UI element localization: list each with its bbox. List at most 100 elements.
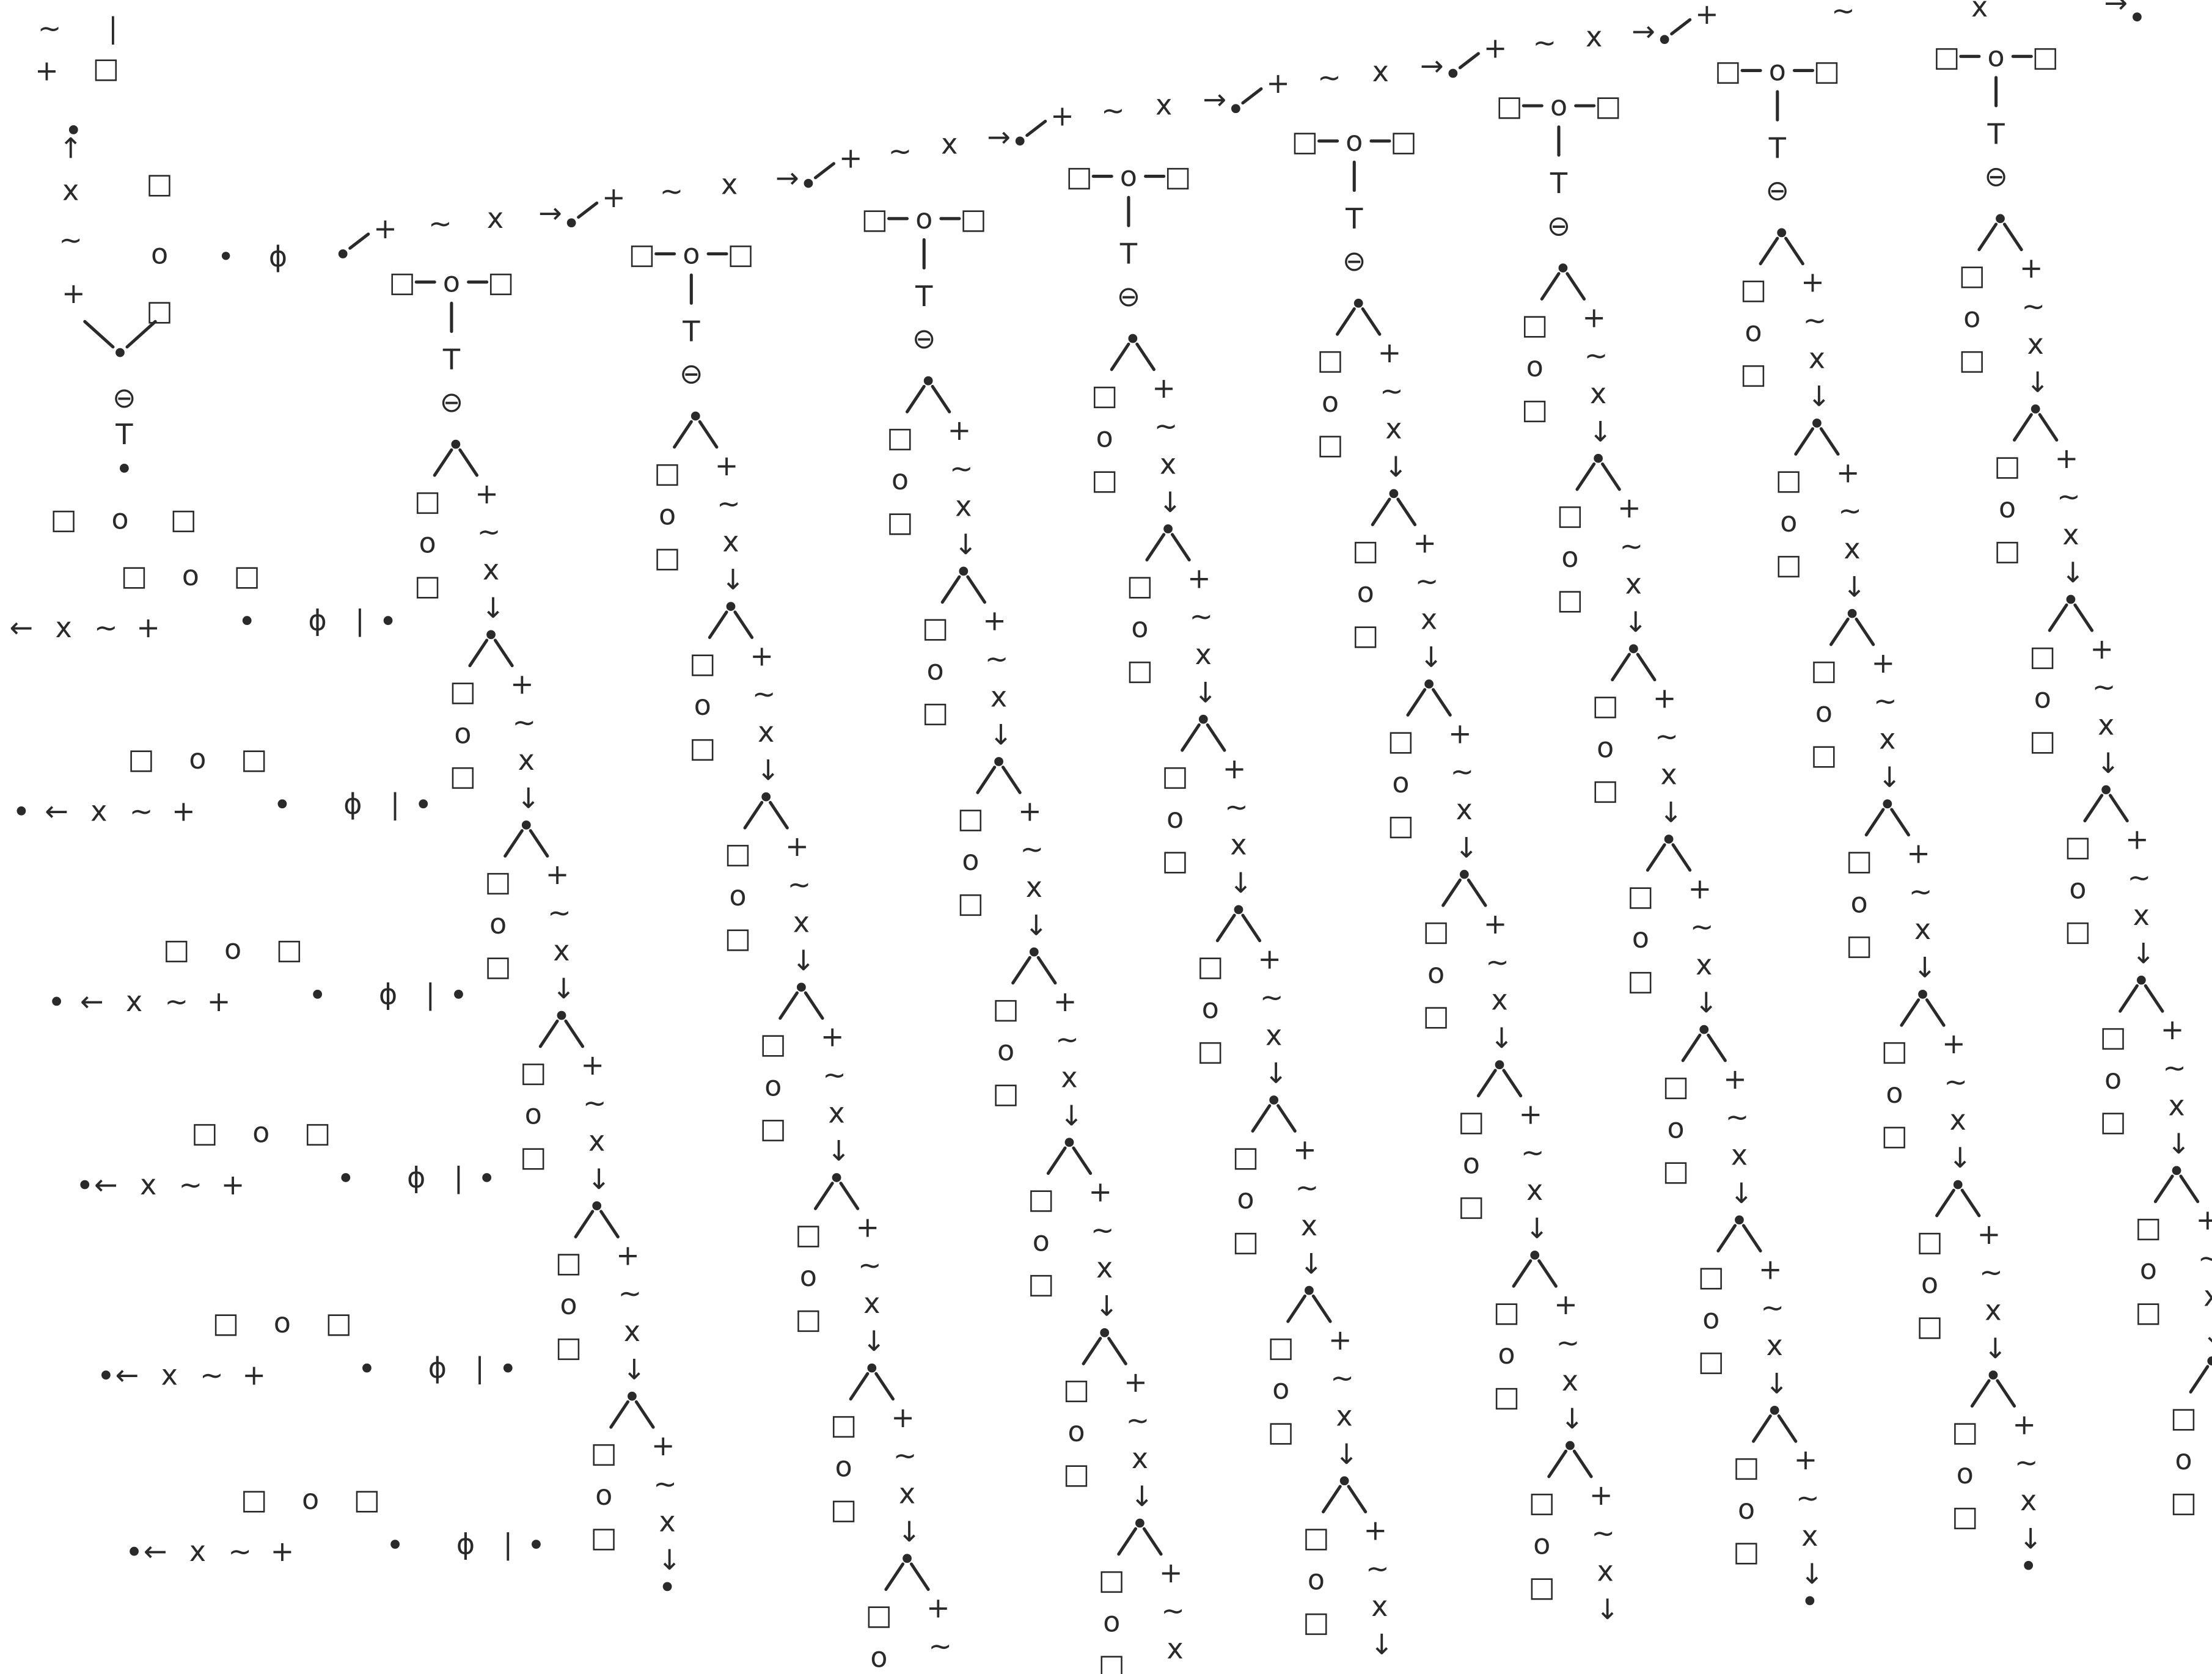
chain-symbol-1: ~: [1317, 61, 1341, 94]
connector-dash: [1467, 878, 1487, 907]
chain-symbol-0: +: [839, 142, 863, 175]
branch-chain-symbol: x: [1061, 1061, 1077, 1094]
chain-symbol-2: x: [941, 127, 958, 160]
connector-dash: [1181, 723, 1201, 752]
branch-triad-symbol: □: [866, 1598, 893, 1631]
branch-triad-symbol: □: [1458, 1190, 1485, 1223]
branch-triad-symbol: o: [870, 1640, 887, 1673]
branch-chain-symbol: ~: [1690, 910, 1714, 943]
branch-triad-symbol: □: [1959, 343, 1986, 376]
branch-chain-symbol: ↓: [1983, 1332, 2007, 1365]
branch-chain-symbol: +: [1617, 491, 1641, 524]
connector-dash: [931, 384, 951, 414]
chain-symbol-2: x: [1971, 0, 1988, 23]
branch-chain-symbol: x: [1265, 1018, 1282, 1051]
branch-chain-symbol: +: [1484, 907, 1507, 940]
branch-chain-symbol: x: [2020, 1484, 2037, 1517]
stem-tee: T: [682, 315, 700, 348]
branch-triad-symbol: □: [992, 992, 1019, 1025]
branch-triad-symbol: o: [800, 1260, 817, 1293]
junction-node: [1231, 104, 1240, 114]
branch-triad-symbol: □: [654, 456, 681, 489]
left-chain-symbol: ←: [10, 611, 34, 644]
branch-triad-symbol: o: [1963, 301, 1980, 334]
left-triad-symbol: □: [241, 1483, 268, 1516]
triad-symbol: o: [915, 202, 932, 235]
left-triad-symbol: □: [354, 1483, 381, 1516]
branch-chain-symbol: ↓: [1807, 380, 1831, 413]
stem-theta: ⊖: [1117, 280, 1141, 313]
left-chain-symbol: +: [207, 985, 231, 1018]
branch-triad-symbol: o: [1392, 766, 1409, 799]
branch-triad-symbol: □: [1733, 1450, 1760, 1483]
branch-chain-symbol: +: [1018, 794, 1042, 827]
junction-node: [2031, 404, 2040, 414]
branch-triad-symbol: □: [1740, 272, 1767, 305]
branch-chain-symbol: +: [1088, 1175, 1112, 1208]
chain-symbol-1: ~: [660, 174, 684, 207]
branch-chain-symbol: ↓: [1419, 641, 1443, 674]
junction-node: [1015, 136, 1025, 146]
connector-dash: [1142, 1527, 1163, 1556]
branch-tee: |: [503, 1528, 513, 1562]
junction-node: [277, 799, 287, 809]
left-chain-symbol: ←: [94, 1168, 118, 1201]
branch-triad-symbol: □: [1994, 449, 2021, 482]
connector-dash: [1406, 688, 1427, 717]
branch-chain-symbol: ~: [1161, 1594, 1185, 1627]
junction-node: [797, 982, 806, 992]
chain-symbol-0: +: [1484, 31, 1507, 64]
left-chain-symbol: ~: [130, 794, 153, 827]
connector-dash: [1646, 843, 1666, 872]
connector-dash: [1476, 1069, 1497, 1098]
branch-triad-symbol: o: [1745, 315, 1762, 348]
branch-chain-symbol: +: [2012, 1408, 2036, 1441]
branch-chain-symbol: x: [483, 554, 499, 587]
branch-chain-symbol: +: [1364, 1514, 1388, 1547]
branch-triad-symbol: □: [1557, 499, 1584, 532]
left-chain-symbol: x: [126, 985, 142, 1018]
branch-triad-symbol: □: [725, 921, 752, 954]
branch-tee: |: [355, 604, 365, 638]
branch-chain-symbol: +: [1413, 527, 1437, 560]
stem-theta: ⊖: [440, 386, 464, 418]
branch-phi: ϕ: [379, 978, 397, 1011]
junction-node: [1353, 298, 1363, 308]
branch-triad-symbol: o: [927, 653, 944, 686]
connector-dash: [673, 420, 693, 449]
left-chain-symbol: ~: [164, 985, 188, 1018]
branch-chain-symbol: x: [1336, 1400, 1352, 1433]
branch-triad-symbol: □: [590, 1436, 617, 1469]
branch-triad-symbol: □: [2170, 1485, 2197, 1518]
branch-triad-symbol: o: [419, 527, 436, 560]
junction-node: [1389, 489, 1399, 499]
branch-triad-symbol: □: [830, 1408, 857, 1441]
stem-tee: T: [115, 418, 133, 451]
connector-dash: [2119, 984, 2139, 1013]
branch-triad-symbol: □: [1352, 533, 1379, 566]
branch-chain-symbol: ↓: [1878, 761, 1902, 794]
branch-triad-symbol: □: [1592, 773, 1619, 806]
branch-chain-symbol: +: [2090, 632, 2114, 665]
branch-chain-symbol: ↓: [827, 1135, 851, 1168]
branch-chain-symbol: ~: [1620, 529, 1644, 562]
junction-node: [451, 439, 461, 449]
branch-chain-symbol: x: [1766, 1329, 1782, 1362]
stem-theta: ⊖: [679, 357, 703, 390]
branch-triad-symbol: □: [1317, 343, 1344, 376]
branch-triad-symbol: □: [1697, 1345, 1724, 1378]
branch-chain-symbol: +: [2020, 252, 2043, 285]
branch-phi: ϕ: [407, 1161, 425, 1194]
stem-theta: ⊖: [912, 322, 936, 355]
branch-triad-symbol: □: [450, 674, 477, 707]
branch-chain-symbol: ~: [1655, 720, 1679, 753]
triad-symbol: o: [683, 238, 700, 271]
branch-triad-symbol: o: [1561, 541, 1578, 574]
junction-node: [867, 1363, 877, 1373]
junction-node: [80, 1180, 90, 1190]
triad-symbol: o: [111, 502, 128, 535]
branch-triad-symbol: □: [1528, 1485, 1555, 1518]
junction-node: [1495, 1060, 1504, 1070]
branch-triad-symbol: □: [1916, 1224, 1943, 1257]
junction-node: [1664, 835, 1674, 844]
